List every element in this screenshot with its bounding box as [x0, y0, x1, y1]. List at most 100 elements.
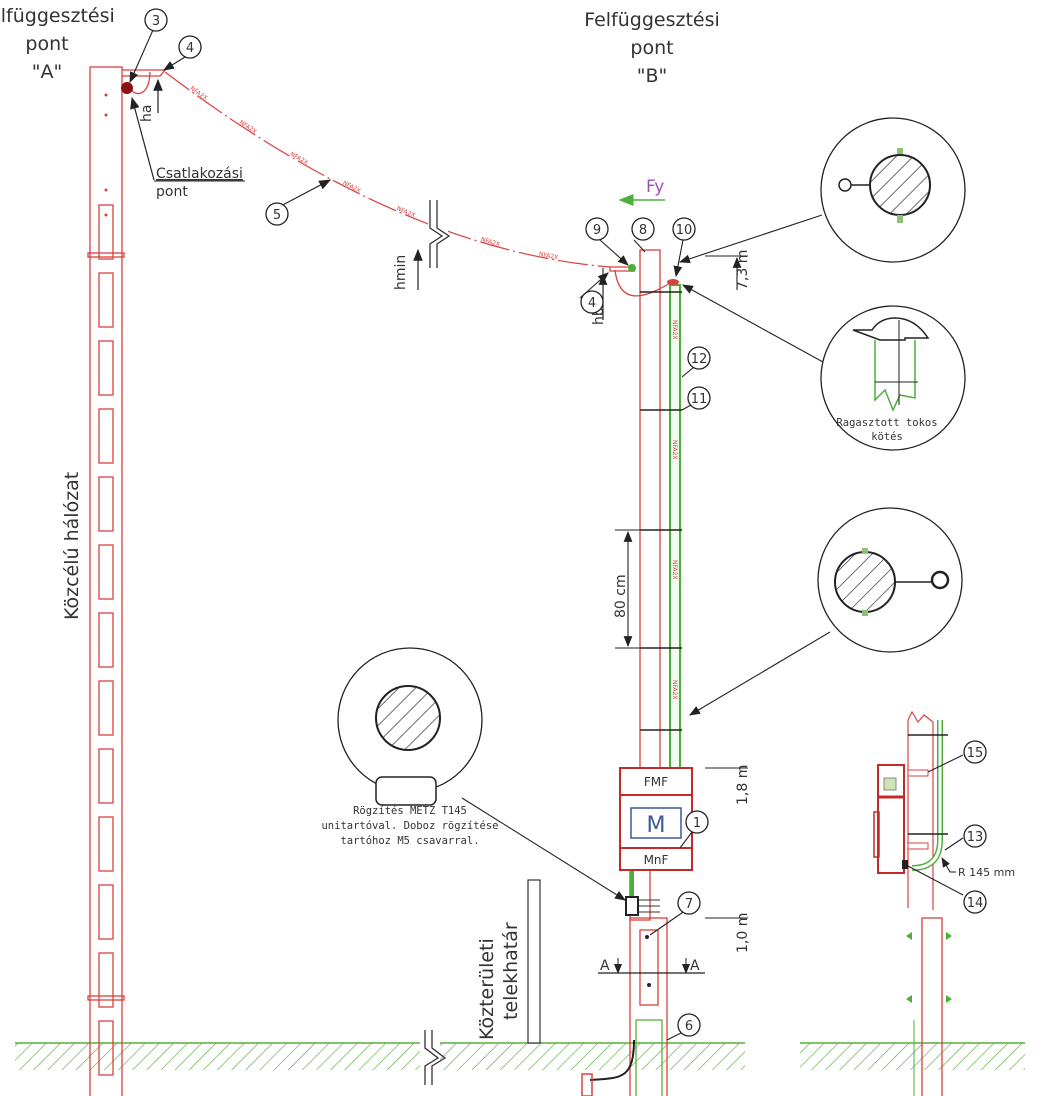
- callout-12: 12: [687, 346, 711, 370]
- detail-glued-label-1: Ragasztott tokos: [836, 417, 937, 429]
- connection-point-dot: [121, 82, 133, 94]
- cable-type-label: NFA2X: [480, 236, 501, 248]
- section-a-right: A: [690, 958, 700, 974]
- conduit-cable-label: NFA2X: [671, 680, 678, 699]
- pole-segment: [98, 272, 114, 328]
- cable-type-labels: NFA2X: [189, 85, 209, 102]
- callout-11: 11: [687, 386, 711, 410]
- cable-type-labels-5: NFA2X: [396, 205, 417, 219]
- detail-mount-label-1: Rögzítés METZ T145: [353, 805, 467, 817]
- callout-number: 4: [186, 41, 194, 56]
- point-a-title-3: "A": [32, 61, 62, 83]
- radius-label: R 145 mm: [958, 866, 1015, 879]
- callout-number: 11: [691, 392, 708, 407]
- pole-segment: [98, 476, 114, 532]
- dim-1-8m: 1,8 m: [735, 765, 751, 805]
- cable-type-labels-6: NFA2X: [480, 236, 501, 248]
- pole-segment: [98, 680, 114, 736]
- pole-segment: [98, 204, 114, 260]
- callout-4: 4: [580, 290, 604, 314]
- pole-hole: [104, 113, 108, 117]
- pole-segment: [98, 544, 114, 600]
- detail-mount: Rögzítés METZ T145 unitartóval. Doboz rö…: [321, 647, 499, 847]
- callout-number: 15: [967, 746, 984, 761]
- callout-number: 8: [639, 223, 647, 238]
- conduit-cable-label: NFA2X: [671, 320, 678, 339]
- callout-number: 12: [691, 352, 708, 367]
- point-b-title-3: "B": [637, 65, 668, 87]
- cable-type-label: NFA2X: [341, 180, 362, 195]
- cable-type-labels-7: NFA2X: [538, 251, 558, 261]
- callout-number: 5: [273, 208, 281, 223]
- point-b-title-2: pont: [630, 37, 673, 59]
- pole-segment: [98, 612, 114, 668]
- property-line-post: [527, 879, 541, 1044]
- conduit-cable-label: NFA2X: [671, 560, 678, 579]
- connection-point-label-1: Csatlakozási: [156, 166, 243, 182]
- meter-label: M: [647, 813, 666, 838]
- connection-point-label-2: pont: [156, 184, 188, 200]
- cable-type-label: NFA2X: [189, 85, 209, 102]
- pole-segment: [98, 1020, 114, 1076]
- box-fmf-label: FMF: [644, 775, 668, 789]
- callout-14: 14: [963, 890, 987, 914]
- ha-label: ha: [139, 105, 155, 122]
- callout-9: 9: [585, 217, 609, 241]
- callout-1: 1: [685, 810, 709, 834]
- callout-7: 7: [677, 891, 701, 915]
- pole-hole: [104, 93, 108, 97]
- conduit-cable-labels-4: NFA2X: [671, 680, 678, 699]
- cable-type-labels-4: NFA2X: [341, 180, 362, 195]
- callout-5: 5: [265, 202, 289, 226]
- callout-number: 13: [967, 830, 984, 845]
- pole-segment: [98, 952, 114, 1008]
- cable-type-label: NFA2X: [289, 151, 309, 167]
- conduit-cable-labels-2: NFA2X: [671, 440, 678, 459]
- conduit-cable-label: NFA2X: [671, 440, 678, 459]
- detail-glued-joint: Ragasztott tokos kötés: [820, 305, 966, 451]
- detail-pipe-clamp: [817, 507, 963, 653]
- pole-hole: [104, 213, 108, 217]
- callout-6: 6: [677, 1013, 701, 1037]
- section-a-left: A: [600, 958, 610, 974]
- pole-b: [609, 249, 673, 1096]
- conduit-cable-labels-3: NFA2X: [671, 560, 678, 579]
- callout-number: 9: [593, 223, 601, 238]
- detail-mount-label-2: unitartóval. Doboz rögzítése: [321, 820, 498, 832]
- callout-13: 13: [963, 824, 987, 848]
- cable-type-labels-2: NFA2X: [238, 119, 258, 135]
- pole-segment: [98, 884, 114, 940]
- callout-8: 8: [631, 217, 655, 241]
- dim-80cm: 80 cm: [613, 574, 629, 618]
- property-line-label-1: Közterületi: [476, 938, 498, 1040]
- detail-mount-label-3: tartóhoz M5 csavarral.: [340, 835, 479, 847]
- callout-15: 15: [963, 740, 987, 764]
- force-fy-label: Fy: [646, 177, 664, 197]
- pole-segment: [98, 340, 114, 396]
- pole-a: [87, 66, 167, 1096]
- cable-type-label: NFA2X: [238, 119, 258, 135]
- callout-3: 3: [144, 8, 168, 32]
- detail-glued-label-2: kötés: [871, 431, 903, 443]
- dim-1-0m: 1,0 m: [735, 913, 751, 953]
- box-mnf-label: MnF: [644, 853, 669, 867]
- callout-4: 4: [178, 35, 202, 59]
- public-network-label: Közcélú hálózat: [61, 472, 83, 620]
- pole-segment: [98, 816, 114, 872]
- callout-10: 10: [672, 217, 696, 241]
- ground: [15, 1030, 1025, 1085]
- callout-number: 1: [693, 816, 701, 831]
- callout-number: 6: [685, 1019, 693, 1034]
- point-a-title-2: pont: [25, 33, 68, 55]
- point-b-title-1: Felfüggesztési: [584, 9, 720, 31]
- callout-number: 14: [967, 896, 984, 911]
- cable-type-labels-3: NFA2X: [289, 151, 309, 167]
- cable-break: [428, 200, 451, 268]
- callout-number: 3: [152, 14, 160, 29]
- pole-segment: [98, 748, 114, 804]
- cable-type-label: NFA2X: [396, 205, 417, 219]
- dim-7-3m: 7,3 m: [735, 250, 751, 290]
- meter-box: FMF M MnF: [619, 767, 693, 871]
